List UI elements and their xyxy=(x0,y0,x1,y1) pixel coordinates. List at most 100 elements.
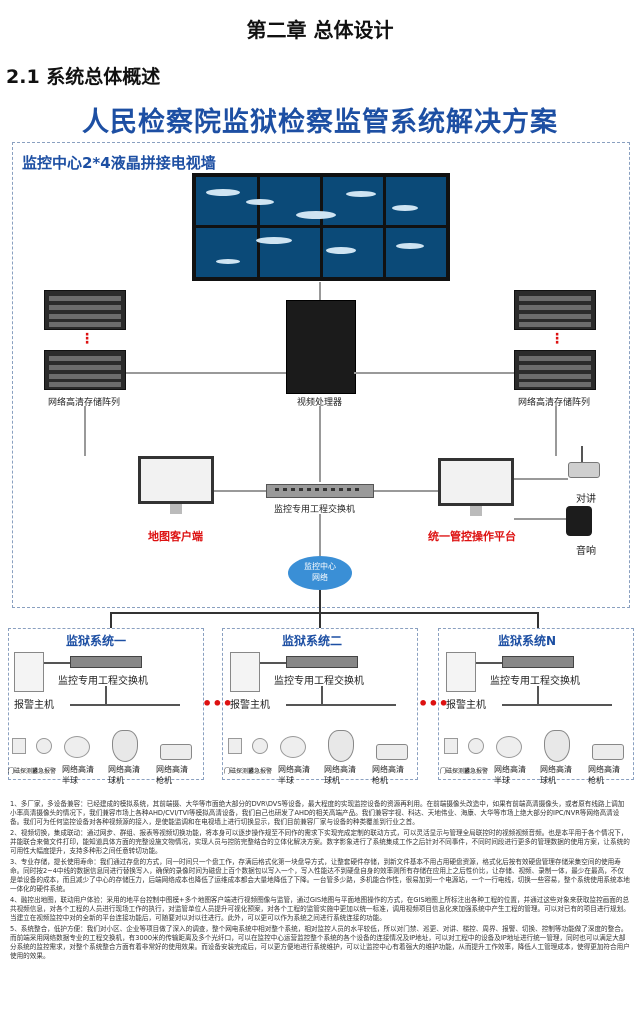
dome-camera-icon xyxy=(280,736,306,758)
link-line xyxy=(321,686,323,704)
storage-array-icon xyxy=(514,290,596,330)
subsystem-title: 监狱系统N xyxy=(498,634,557,648)
fish-image xyxy=(206,189,240,196)
fish-image xyxy=(396,243,424,249)
camera-label: 网络高清球机 xyxy=(108,765,140,785)
core-switch-label: 监控专用工程交换机 xyxy=(274,505,356,515)
storage-array-icon xyxy=(514,350,596,390)
storage-left-label: 网络高清存储阵列 xyxy=(48,398,121,408)
link-line xyxy=(319,612,321,628)
door-sensor-icon xyxy=(228,738,242,754)
bullet-camera-icon xyxy=(376,744,408,760)
link-line xyxy=(126,372,286,374)
speaker-icon xyxy=(566,506,592,536)
subsystem-frame xyxy=(222,628,418,780)
chapter-title: 第二章 总体设计 xyxy=(246,18,394,42)
note-paragraph: 3、专业存储，提长使用寿命：我们通过存盘的方式，同一时间只一个盘工作，存满后格式… xyxy=(10,858,630,893)
storage-right-label: 网络高清存储阵列 xyxy=(518,398,591,408)
link-line xyxy=(319,406,321,482)
storage-array-icon xyxy=(44,350,126,390)
emergency-alarm-icon xyxy=(252,738,268,754)
link-line xyxy=(260,662,286,664)
link-line xyxy=(105,686,107,704)
network-cloud-icon xyxy=(288,556,352,590)
subsystem-frame xyxy=(8,628,204,780)
solution-banner: 人民检察院监狱检察监管系统解决方案 xyxy=(82,107,558,138)
video-wall-title: 监控中心2*4液晶拼接电视墙 xyxy=(22,154,216,172)
sensor-label: 门磁探测器 xyxy=(440,768,471,775)
fish-image xyxy=(296,211,336,219)
note-paragraph: 4、融控出地图，联动用户体验：采用的地平台控制中图模+多个地图客户端进行视频图像… xyxy=(10,896,630,922)
video-wall xyxy=(192,173,450,281)
wall-divider xyxy=(257,177,260,277)
emergency-alarm-icon xyxy=(36,738,52,754)
subsystem-switch-icon xyxy=(286,656,358,668)
camera-label: 网络高清半球 xyxy=(494,765,526,785)
monitor-center-frame xyxy=(12,142,630,608)
speed-dome-camera-icon xyxy=(328,730,354,762)
note-paragraph: 5、系统整合，低护方便：我们对小区、企业等项目做了深入的调查，整个网电系统中相对… xyxy=(10,925,630,960)
bullet-camera-icon xyxy=(592,744,624,760)
monitor-stand xyxy=(170,504,182,514)
camera-label: 网络高清枪机 xyxy=(588,765,620,785)
link-line xyxy=(514,478,568,480)
speed-dome-camera-icon xyxy=(544,730,570,762)
alarm-host-label: 报警主机 xyxy=(14,700,54,711)
camera-label: 网络高清半球 xyxy=(278,765,310,785)
link-line xyxy=(319,282,321,300)
alarm-host-icon xyxy=(446,652,476,692)
sensor-label: 紧急报警 xyxy=(464,768,489,775)
video-processor-icon xyxy=(286,300,356,394)
note-paragraph: 1、多厂家，多设备兼容：已经建成的模拟系统，其前端摄、大华等市面绝大部分的DVR… xyxy=(10,800,625,826)
link-line xyxy=(374,490,438,492)
dome-camera-icon xyxy=(64,736,90,758)
fish-image xyxy=(346,191,376,197)
intercom-mic xyxy=(581,446,583,462)
intercom-icon xyxy=(568,462,600,478)
monitor-stand xyxy=(470,506,482,516)
map-client-monitor-icon xyxy=(138,456,214,504)
link-line xyxy=(319,590,321,612)
link-line xyxy=(537,686,539,704)
subsystem-switch-label: 监控专用工程交换机 xyxy=(274,676,364,687)
fish-image xyxy=(256,237,292,244)
fish-image xyxy=(392,205,418,211)
subsystem-switch-icon xyxy=(502,656,574,668)
sensor-label: 门磁探测器 xyxy=(224,768,255,775)
fish-image xyxy=(216,259,240,264)
link-line xyxy=(286,704,396,706)
network-cloud-label: 监控中心 网络 xyxy=(304,562,336,582)
dome-camera-icon xyxy=(496,736,522,758)
storage-array-icon xyxy=(44,290,126,330)
alarm-host-label: 报警主机 xyxy=(230,700,270,711)
fish-image xyxy=(246,199,274,205)
door-sensor-icon xyxy=(444,738,458,754)
link-line xyxy=(319,514,321,556)
link-line xyxy=(537,612,539,628)
link-line xyxy=(214,490,266,492)
subsystem-switch-label: 监控专用工程交换机 xyxy=(490,676,580,687)
emergency-alarm-icon xyxy=(468,738,484,754)
link-line xyxy=(110,612,538,614)
section-title: 2.1 系统总体概述 xyxy=(6,66,161,88)
speed-dome-camera-icon xyxy=(112,730,138,762)
camera-label: 网络高清枪机 xyxy=(372,765,404,785)
video-processor-label: 视频处理器 xyxy=(297,398,343,408)
ellipsis-dots: ⋮ xyxy=(550,331,564,347)
map-client-label: 地图客户端 xyxy=(148,530,203,543)
link-line xyxy=(502,704,612,706)
ellipsis-dots: ⋮ xyxy=(80,331,94,347)
alarm-host-icon xyxy=(14,652,44,692)
wall-divider xyxy=(320,177,323,277)
link-line xyxy=(354,372,514,374)
sensor-label: 紧急报警 xyxy=(248,768,273,775)
wall-divider xyxy=(383,177,386,277)
sensor-label: 紧急报警 xyxy=(32,768,57,775)
subsystem-switch-label: 监控专用工程交换机 xyxy=(58,676,148,687)
link-line xyxy=(514,518,566,520)
link-line xyxy=(84,406,86,456)
bullet-camera-icon xyxy=(160,744,192,760)
camera-label: 网络高清半球 xyxy=(62,765,94,785)
subsystem-switch-icon xyxy=(70,656,142,668)
more-systems-dots: ••• xyxy=(418,694,449,713)
